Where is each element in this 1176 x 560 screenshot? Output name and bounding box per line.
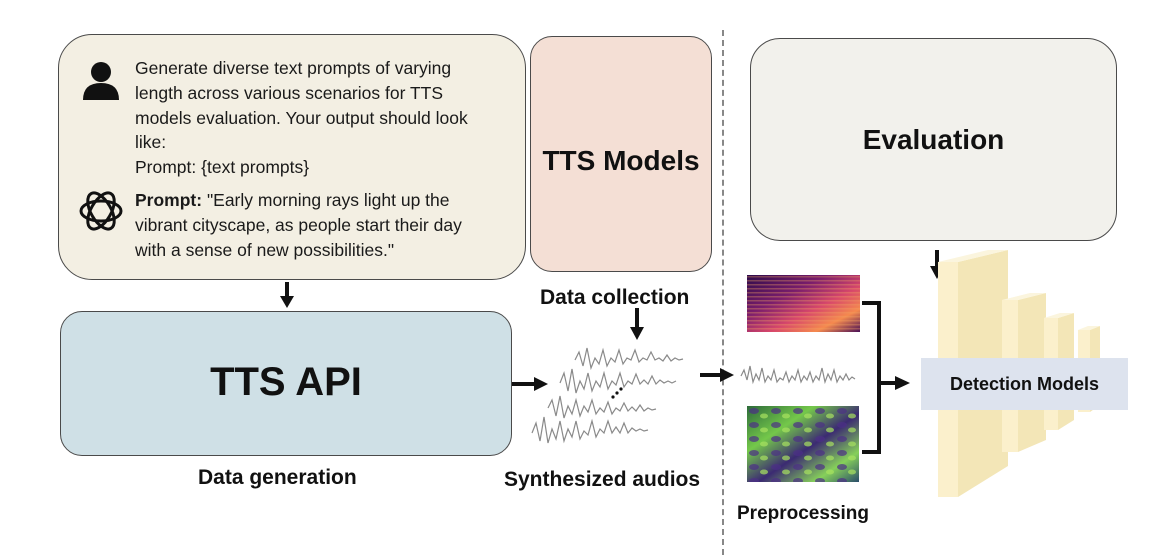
caption-data-collection: Data collection — [540, 286, 690, 309]
raw-waveform-image — [740, 365, 856, 385]
detection-models-label: Detection Models — [921, 358, 1128, 410]
merge-bracket — [862, 301, 910, 454]
response-label: Prompt: — [135, 190, 203, 210]
response-line-3: with a sense of new possibilities." — [135, 239, 395, 260]
tts-api-box — [60, 311, 512, 456]
prompt-generation-panel — [58, 34, 526, 280]
evaluation-box — [750, 38, 1117, 241]
generated-prompt-text: Prompt: "Early morning rays light up the… — [135, 188, 462, 262]
caption-preprocessing: Preprocessing — [737, 503, 869, 524]
feature-map-image — [747, 406, 859, 482]
arrow-data-collection-down — [630, 308, 644, 340]
caption-synthesized-audios: Synthesized audios — [504, 468, 701, 491]
tts-api-title: TTS API — [210, 360, 362, 404]
caption-data-generation: Data generation — [198, 466, 357, 489]
arrow-api-to-audios — [512, 377, 548, 391]
arrow-audios-to-preprocessing — [700, 368, 734, 382]
user-prompt-text: Generate diverse text prompts of varying… — [135, 58, 468, 178]
evaluation-title: Evaluation — [862, 124, 1005, 155]
response-line-2: vibrant cityscape, as people start their… — [135, 214, 462, 235]
synthesized-audio-waveforms — [531, 347, 684, 444]
section-divider — [722, 30, 724, 555]
user-icon — [83, 62, 119, 100]
openai-logo-icon — [79, 191, 123, 231]
tts-models-title: TTS Models — [542, 145, 700, 176]
spectrogram-image — [747, 275, 860, 332]
tts-models-box — [530, 36, 712, 272]
arrow-prompt-to-api — [280, 282, 294, 308]
